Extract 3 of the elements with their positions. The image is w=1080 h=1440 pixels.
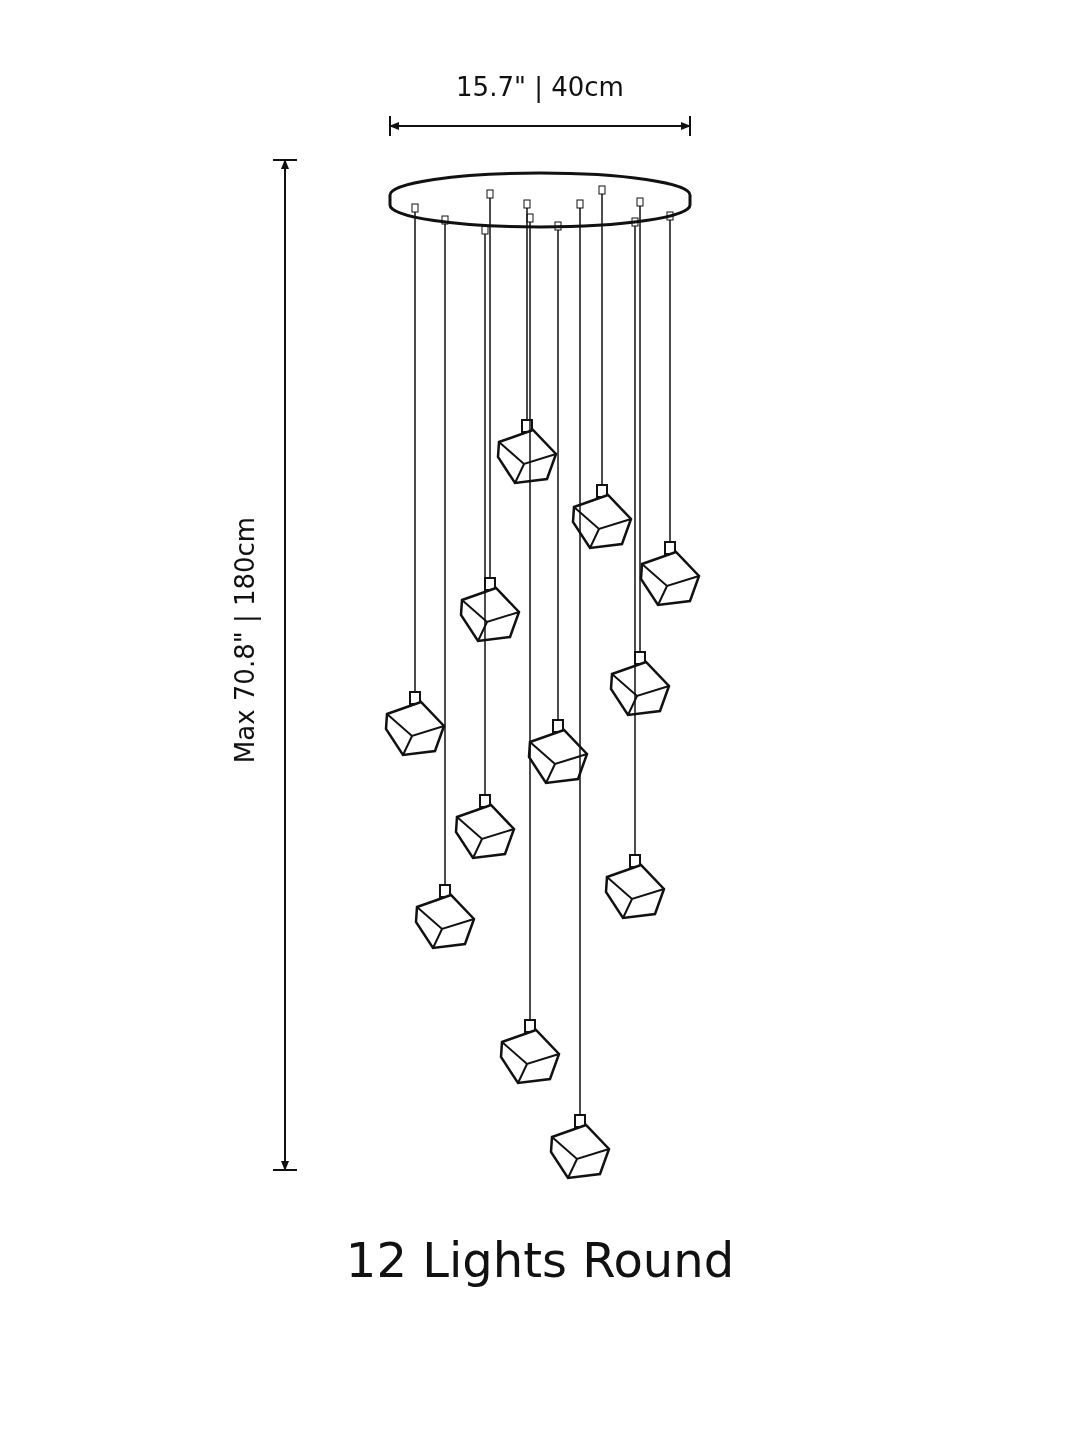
dimension-label: 15.7" | 40cm — [456, 72, 624, 102]
dimension-label: Max 70.8" | 180cm — [230, 516, 260, 764]
product-title: 12 Lights Round — [345, 1232, 735, 1288]
